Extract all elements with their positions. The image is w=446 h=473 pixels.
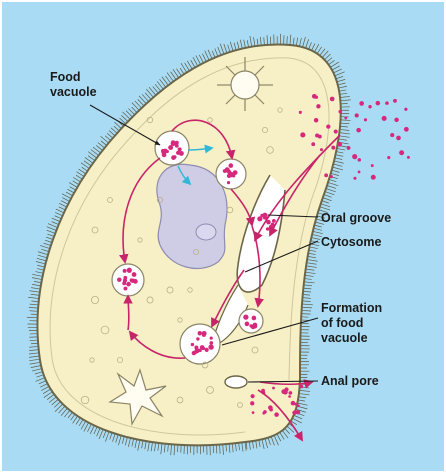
label-anal-pore: Anal pore (321, 374, 379, 388)
label-cytosome: Cytosome (321, 235, 381, 249)
food-vacuole-4 (180, 324, 220, 364)
label-oral-groove: Oral groove (321, 211, 391, 225)
micronucleus (196, 224, 216, 240)
anal-pore (225, 376, 247, 388)
macronucleus (157, 164, 227, 268)
food-vacuole-5 (239, 309, 263, 333)
